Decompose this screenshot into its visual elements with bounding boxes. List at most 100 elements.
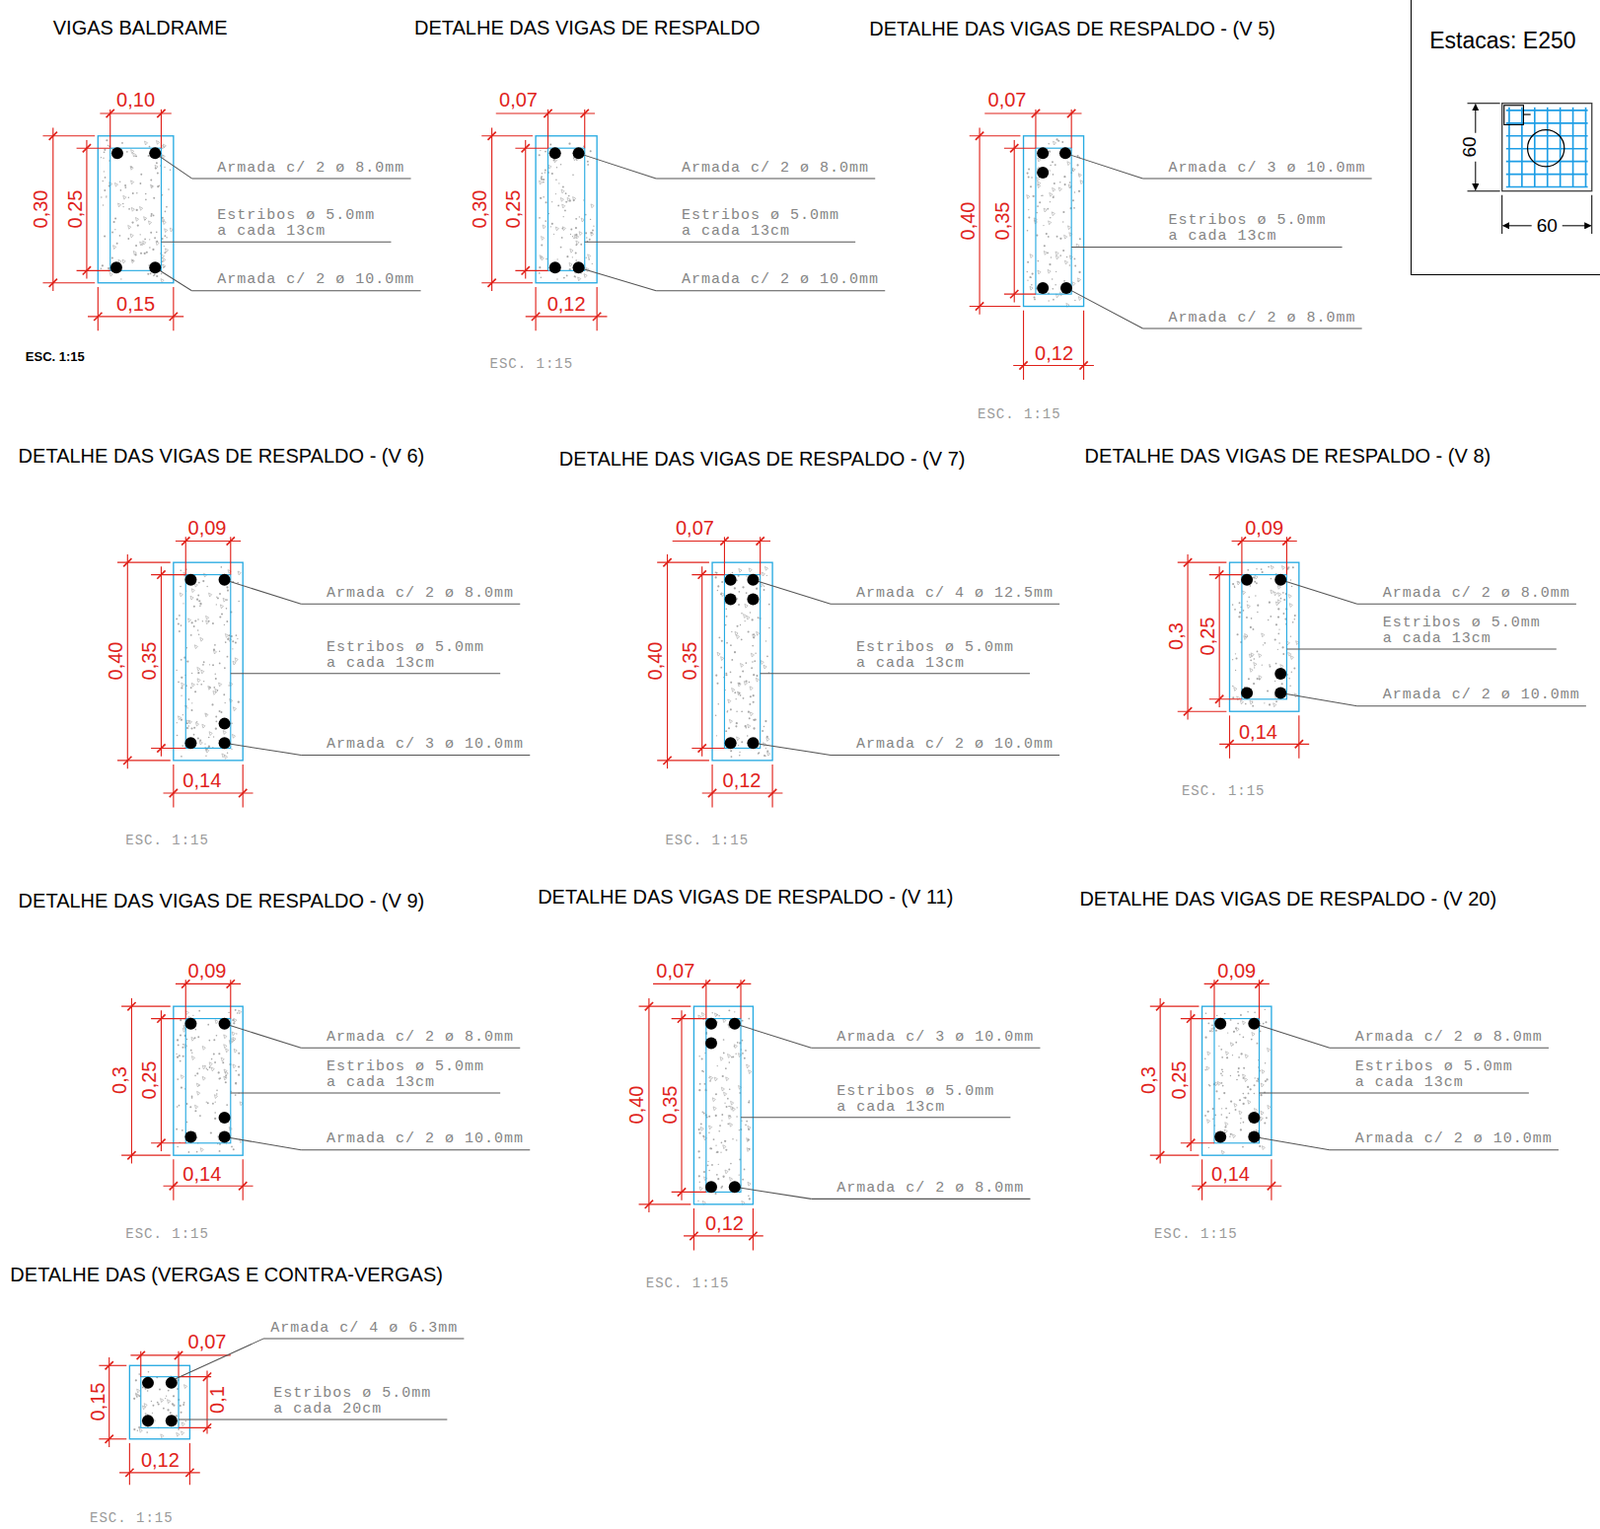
extension-line [772, 764, 774, 807]
concrete-texture [555, 226, 559, 231]
concrete-texture [755, 677, 759, 682]
extension-line [1004, 293, 1036, 295]
beam-outline [693, 1006, 753, 1205]
concrete-texture [1221, 1074, 1223, 1076]
concrete-texture [191, 1094, 194, 1097]
concrete-texture [1051, 212, 1055, 217]
concrete-texture [103, 234, 106, 237]
concrete-texture [119, 180, 121, 182]
concrete-texture [1221, 1150, 1225, 1155]
concrete-texture [1292, 621, 1295, 624]
concrete-texture [1267, 1047, 1271, 1052]
dimension-tick [487, 132, 496, 141]
stirrup-outline [185, 575, 231, 749]
rebar-dot [1240, 574, 1253, 586]
concrete-texture [202, 1065, 206, 1070]
concrete-texture [1277, 615, 1280, 618]
concrete-texture [560, 163, 562, 165]
concrete-texture [223, 624, 225, 626]
concrete-texture [1056, 235, 1059, 238]
concrete-texture [738, 568, 742, 573]
concrete-texture [1204, 1114, 1207, 1117]
concrete-texture [588, 238, 591, 241]
concrete-texture [1252, 577, 1255, 580]
concrete-texture [1293, 666, 1296, 669]
dimension-line [491, 128, 493, 292]
concrete-texture [1277, 633, 1280, 636]
concrete-texture [225, 1048, 229, 1053]
concrete-texture [1225, 1107, 1228, 1110]
concrete-texture [133, 250, 137, 255]
concrete-texture [538, 272, 541, 275]
concrete-texture [729, 670, 732, 673]
concrete-texture [209, 663, 211, 665]
concrete-texture [1255, 568, 1257, 570]
rebar-dot [218, 718, 231, 730]
concrete-texture [1218, 1097, 1221, 1100]
concrete-texture [131, 220, 134, 223]
concrete-texture [1063, 175, 1066, 178]
concrete-texture [731, 572, 734, 575]
concrete-texture [1029, 254, 1033, 259]
dimension-tick [105, 1435, 114, 1444]
concrete-texture [222, 693, 225, 696]
dimension-tick [1010, 290, 1019, 298]
concrete-texture [176, 1038, 179, 1041]
concrete-texture [719, 1124, 722, 1127]
concrete-texture [186, 1038, 188, 1040]
concrete-texture [176, 1078, 179, 1081]
concrete-texture [1263, 1121, 1266, 1124]
concrete-texture [1270, 565, 1274, 570]
concrete-texture [1223, 1091, 1226, 1094]
concrete-texture [728, 1176, 732, 1181]
concrete-texture [231, 648, 233, 650]
concrete-texture [219, 711, 222, 714]
rebar-dot [218, 1131, 231, 1144]
concrete-texture [585, 236, 587, 238]
dimension-tick [1215, 695, 1224, 704]
concrete-texture [1043, 251, 1047, 256]
concrete-texture [748, 681, 751, 684]
concrete-texture [1252, 628, 1255, 631]
concrete-texture [1047, 143, 1049, 145]
concrete-texture [234, 1009, 237, 1012]
concrete-texture [198, 1067, 201, 1070]
concrete-texture [234, 1070, 237, 1073]
concrete-texture [1054, 284, 1056, 286]
concrete-texture [171, 1402, 174, 1405]
concrete-texture [133, 1397, 136, 1400]
concrete-texture [105, 196, 107, 198]
concrete-texture [1253, 1084, 1256, 1087]
concrete-texture [1237, 615, 1240, 618]
scale-note: ESC. 1:15 [1181, 783, 1266, 800]
rebar-dot [110, 261, 123, 274]
concrete-texture [1208, 1084, 1210, 1086]
concrete-texture [214, 1094, 218, 1099]
concrete-texture [703, 1170, 706, 1173]
concrete-texture [565, 192, 568, 195]
concrete-texture [1261, 1146, 1265, 1151]
extension-line [117, 562, 171, 564]
leader-line [1071, 246, 1342, 248]
concrete-texture [1274, 680, 1276, 682]
dimension-label: 0,40 [625, 1086, 649, 1125]
concrete-texture [193, 733, 196, 736]
concrete-texture [166, 1408, 169, 1411]
concrete-texture [716, 1151, 718, 1153]
concrete-texture [197, 1035, 200, 1038]
concrete-texture [733, 1044, 737, 1049]
concrete-texture [222, 597, 226, 602]
dimension-tick [123, 756, 132, 765]
concrete-texture [1232, 696, 1235, 699]
concrete-texture [140, 241, 144, 246]
concrete-texture [1232, 685, 1234, 687]
extension-line [76, 270, 111, 272]
concrete-texture [1258, 675, 1262, 680]
dimension-tick [127, 1151, 136, 1160]
concrete-texture [212, 1102, 215, 1105]
concrete-texture [1046, 208, 1049, 211]
concrete-texture [164, 211, 167, 214]
concrete-texture [198, 581, 201, 584]
concrete-texture [234, 1093, 237, 1096]
concrete-texture [749, 695, 752, 698]
